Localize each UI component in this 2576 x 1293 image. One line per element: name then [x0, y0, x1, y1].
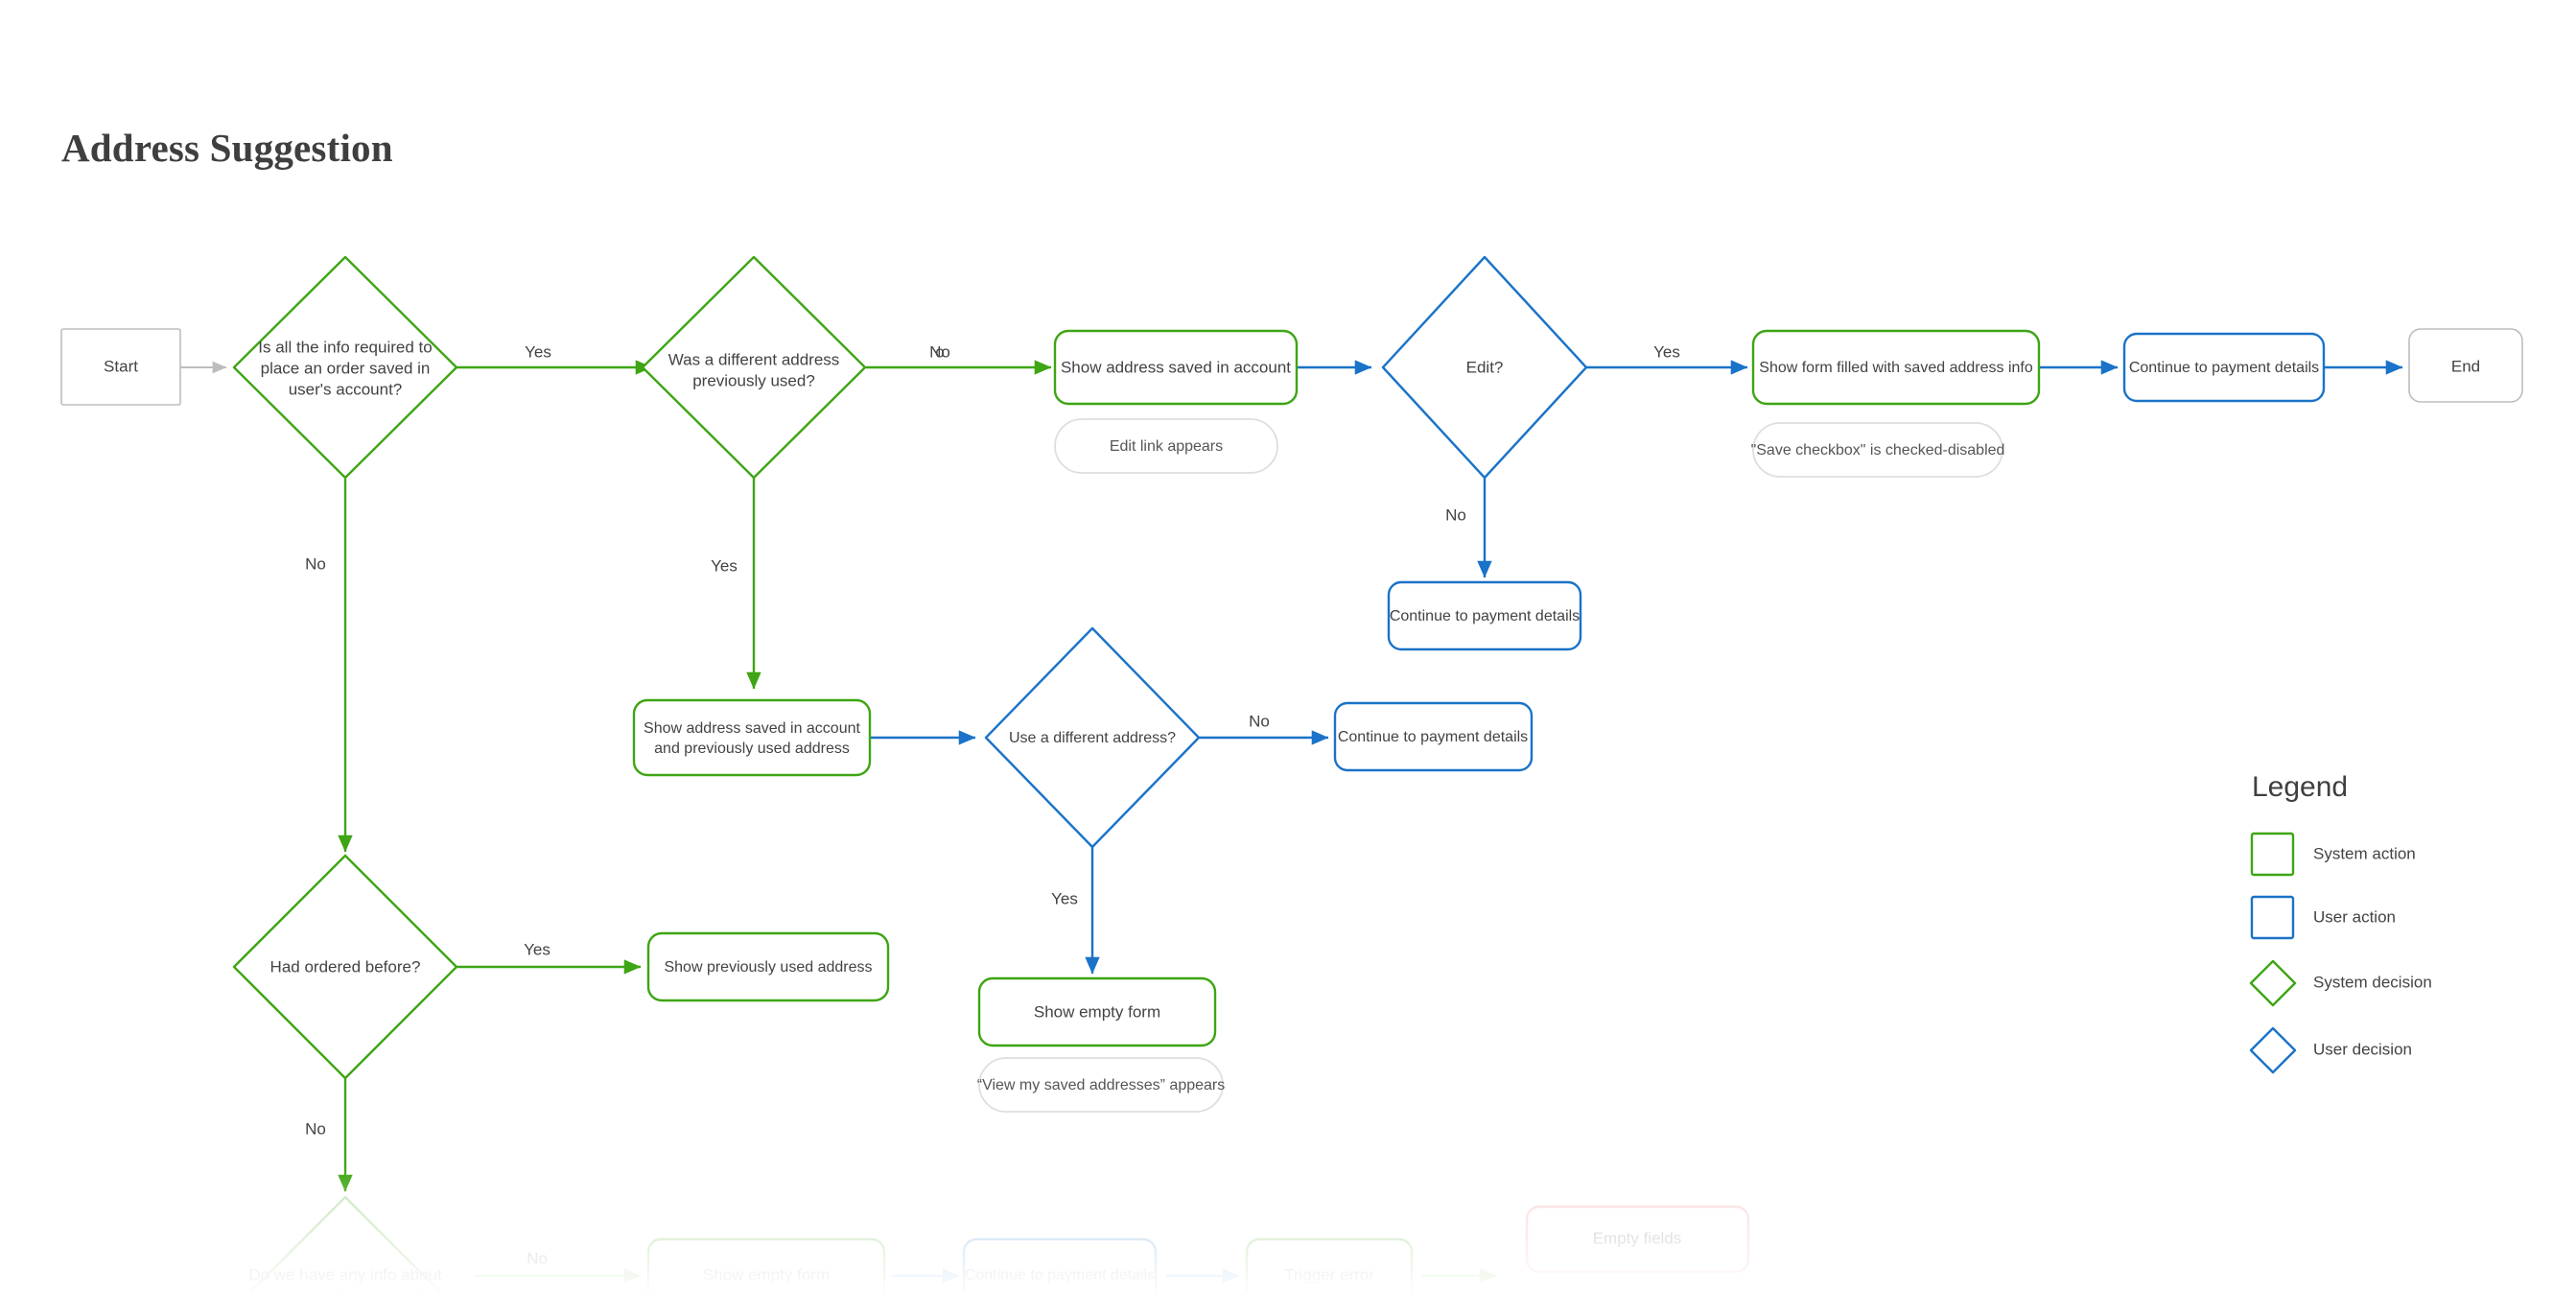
node-show-empty-form-label: Show empty form [1034, 1002, 1160, 1021]
node-q-info-saved-line1: Is all the info required to [258, 338, 432, 356]
node-continue-payment-top-label: Continue to payment details [2129, 360, 2319, 376]
node-show-saved-and-prev-line2: and previously used address [654, 741, 850, 757]
node-start[interactable] [60, 328, 181, 406]
legend-label-system-decision: System decision [2313, 973, 2432, 991]
node-q-diff-addr-line2: previously used? [692, 371, 815, 389]
node-continue-payment-edit-no[interactable] [1387, 580, 1582, 651]
note-edit-link-appears [1054, 418, 1278, 474]
edge-label-yes-ordered: Yes [524, 940, 550, 958]
node-q-info-saved-line2: place an order saved in [261, 359, 431, 377]
node-show-prev-used-label: Show previously used address [664, 959, 872, 976]
node-show-prev-used[interactable] [646, 931, 890, 1002]
node-start-label: Start [104, 357, 138, 375]
legend-label-user-decision: User decision [2313, 1040, 2412, 1058]
node-show-saved-address[interactable] [1053, 329, 1299, 406]
note-view-saved-addresses [978, 1057, 1224, 1113]
node-q-info-saved[interactable] [232, 255, 458, 480]
legend-swatch-user-action [2250, 895, 2295, 940]
node-continue-payment-edit-no-label: Continue to payment details [1390, 608, 1580, 624]
edge-label-yes-1: Yes [525, 342, 551, 361]
node-continue-payment-mid[interactable] [1333, 701, 1534, 772]
node-show-empty-form[interactable] [977, 976, 1217, 1047]
node-show-saved-and-prev[interactable] [632, 698, 872, 777]
node-q-info-saved-line3: user's account? [289, 380, 403, 398]
legend: Legend System action User action System … [2249, 771, 2432, 1074]
legend-swatch-system-decision [2249, 959, 2297, 1007]
page-title: Address Suggestion [61, 126, 393, 170]
edge-label-yes-2: Yes [711, 556, 738, 575]
edge-label-no-ordered: No [305, 1119, 326, 1138]
node-continue-payment-mid-label: Continue to payment details [1338, 729, 1528, 745]
legend-swatch-system-action [2250, 832, 2295, 877]
edge-label-no-edit: No [1445, 505, 1466, 524]
note-view-saved-addresses-label: “View my saved addresses” appears [977, 1077, 1226, 1093]
node-end[interactable] [2408, 328, 2523, 403]
legend-label-user-action: User action [2313, 907, 2396, 926]
node-q-edit[interactable] [1381, 255, 1588, 480]
node-q-edit-label: Edit? [1466, 358, 1504, 376]
note-save-checkbox [1752, 422, 2003, 478]
node-end-label: End [2451, 357, 2480, 375]
node-show-saved-and-prev-line1: Show address saved in account [644, 720, 860, 737]
node-q-diff-addr[interactable] [641, 255, 867, 480]
edge-label-no-diffaddr: No [929, 342, 950, 361]
bottom-fade-overlay [0, 1165, 2576, 1293]
edge-label-yes-usediff: Yes [1051, 889, 1078, 907]
edge-label-yes-edit: Yes [1653, 342, 1680, 361]
node-q-diff-addr-line1: Was a different address [668, 350, 840, 368]
node-q-had-ordered[interactable] [232, 854, 458, 1080]
node-continue-payment-top[interactable] [2122, 332, 2326, 403]
node-show-saved-address-label: Show address saved in account [1061, 358, 1291, 376]
edge-label-no-1: No [305, 554, 326, 573]
note-save-checkbox-label: "Save checkbox" is checked-disabled [1751, 442, 2005, 458]
node-show-form-filled[interactable] [1751, 329, 2041, 406]
node-show-form-filled-label: Show form filled with saved address info [1759, 360, 2033, 376]
note-edit-link-appears-label: Edit link appears [1110, 438, 1223, 455]
edge-label-no-usediff: No [1249, 712, 1270, 730]
legend-swatch-user-decision [2249, 1026, 2297, 1074]
node-q-had-ordered-label: Had ordered before? [270, 957, 421, 976]
node-q-use-diff-addr[interactable] [984, 626, 1201, 849]
legend-label-system-action: System action [2313, 844, 2416, 862]
legend-title: Legend [2252, 771, 2348, 803]
node-q-use-diff-addr-label: Use a different address? [1009, 730, 1176, 746]
